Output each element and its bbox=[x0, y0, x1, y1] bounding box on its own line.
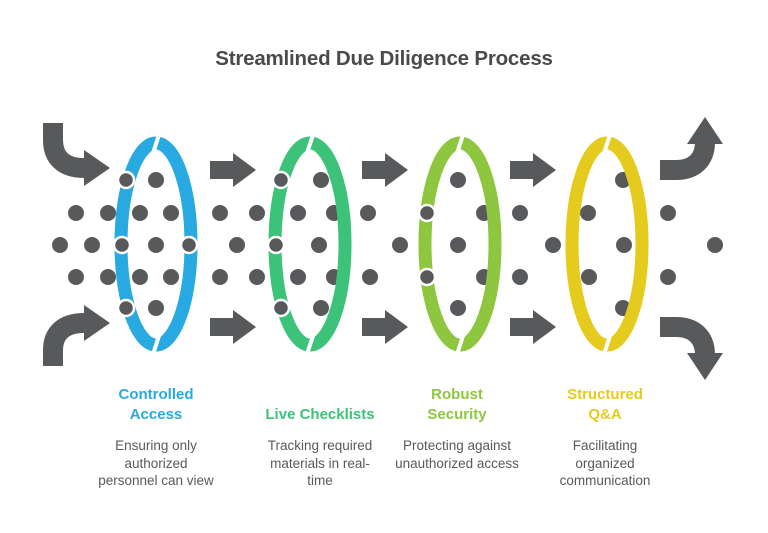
document-dot bbox=[392, 237, 408, 253]
document-dot bbox=[290, 205, 306, 221]
ring-split-bottom bbox=[602, 334, 612, 356]
flow-arrow-icon bbox=[510, 153, 556, 187]
stage-description: Ensuring only authorized personnel can v… bbox=[98, 438, 214, 488]
document-dot bbox=[163, 205, 179, 221]
document-dot bbox=[311, 237, 327, 253]
document-dot bbox=[512, 269, 528, 285]
ring-edge-dot bbox=[417, 203, 437, 223]
flow-arrow-icon bbox=[362, 310, 408, 344]
ring-live-checklists bbox=[268, 133, 352, 356]
inflow-arrow-bottom-icon bbox=[43, 305, 110, 366]
outflow-arrow-bottom-icon bbox=[660, 317, 723, 380]
document-dot bbox=[229, 237, 245, 253]
ring-edge-dot bbox=[116, 298, 136, 318]
document-dot bbox=[148, 237, 164, 253]
stage-heading: Live Checklists bbox=[265, 406, 375, 423]
flow-arrow-icon bbox=[210, 153, 256, 187]
ring-split-bottom bbox=[151, 334, 161, 356]
document-dot bbox=[313, 300, 329, 316]
stage-live-checklists: Live Checklists Tracking required materi… bbox=[235, 383, 405, 490]
document-dot bbox=[163, 269, 179, 285]
outflow-arrow-top-icon bbox=[660, 117, 723, 180]
ring-edge-dot bbox=[116, 170, 136, 190]
document-dot bbox=[148, 300, 164, 316]
document-dot bbox=[84, 237, 100, 253]
diagram-title: Streamlined Due Diligence Process bbox=[215, 47, 553, 70]
document-dot bbox=[100, 205, 116, 221]
document-dot bbox=[290, 269, 306, 285]
document-dot bbox=[581, 269, 597, 285]
stage-heading: Robust Security bbox=[427, 386, 487, 423]
stage-structured-qa: Structured Q&A Facilitating organized co… bbox=[520, 383, 690, 490]
dots-grid bbox=[52, 172, 723, 316]
ring-edge-dot bbox=[179, 235, 199, 255]
stage-description: Facilitating organized communication bbox=[559, 438, 651, 488]
ring-robust-security bbox=[418, 133, 502, 356]
flow-arrow-icon bbox=[210, 310, 256, 344]
document-dot bbox=[512, 205, 528, 221]
document-dot bbox=[52, 237, 68, 253]
document-dot bbox=[707, 237, 723, 253]
ring-split-top bbox=[151, 133, 161, 155]
ring-edge-dot bbox=[271, 170, 291, 190]
document-dot bbox=[450, 300, 466, 316]
document-dot bbox=[249, 269, 265, 285]
ring-edge-dot bbox=[266, 235, 286, 255]
document-dot bbox=[313, 172, 329, 188]
document-dot bbox=[212, 269, 228, 285]
document-dot bbox=[580, 205, 596, 221]
flow-arrow-icon bbox=[362, 153, 408, 187]
ring-split-bottom bbox=[455, 334, 465, 356]
ring-edge-dot bbox=[417, 267, 437, 287]
stage-description: Tracking required materials in real- tim… bbox=[267, 438, 373, 488]
document-dot bbox=[450, 172, 466, 188]
stage-heading: Structured Q&A bbox=[567, 386, 643, 423]
stage-heading: Controlled Access bbox=[118, 386, 194, 423]
document-dot bbox=[249, 205, 265, 221]
ring-structured-qa bbox=[565, 133, 649, 356]
ring-edge-dots bbox=[112, 170, 437, 318]
document-dot bbox=[100, 269, 116, 285]
document-dot bbox=[660, 205, 676, 221]
document-dot bbox=[68, 269, 84, 285]
document-dot bbox=[660, 269, 676, 285]
document-dot bbox=[360, 205, 376, 221]
inflow-arrow-top-icon bbox=[43, 123, 110, 186]
ring-split-top bbox=[602, 133, 612, 155]
flow-arrows bbox=[210, 153, 556, 344]
flow-arrow-icon bbox=[510, 310, 556, 344]
ring-split-bottom bbox=[305, 334, 315, 356]
ring-edge-dot bbox=[271, 298, 291, 318]
ring-edge-dot bbox=[112, 235, 132, 255]
document-dot bbox=[545, 237, 561, 253]
document-dot bbox=[450, 237, 466, 253]
document-dot bbox=[148, 172, 164, 188]
document-dot bbox=[132, 205, 148, 221]
document-dot bbox=[616, 237, 632, 253]
ring-split-top bbox=[455, 133, 465, 155]
document-dot bbox=[132, 269, 148, 285]
ring-split-top bbox=[305, 133, 315, 155]
document-dot bbox=[212, 205, 228, 221]
document-dot bbox=[68, 205, 84, 221]
document-dot bbox=[362, 269, 378, 285]
stage-robust-security: Robust Security Protecting against unaut… bbox=[372, 383, 542, 472]
stage-controlled-access: Controlled Access Ensuring only authoriz… bbox=[71, 383, 241, 490]
stage-description: Protecting against unauthorized access bbox=[395, 438, 519, 471]
